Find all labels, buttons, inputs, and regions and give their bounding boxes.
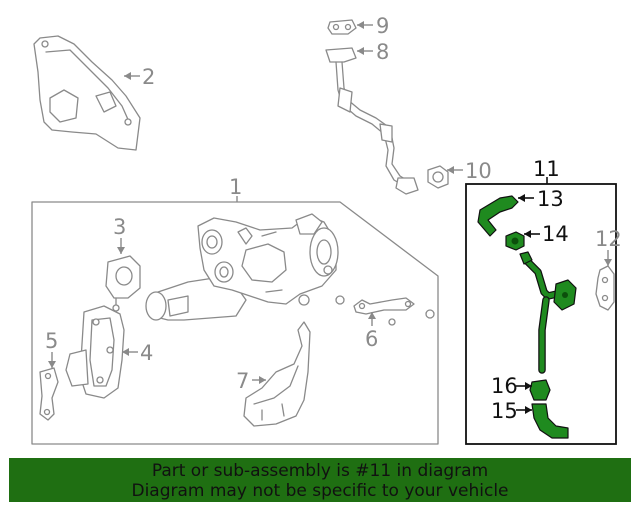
callout-13-label: 13 <box>537 187 564 211</box>
callout-9: 9 <box>357 14 389 38</box>
callout-12-label: 12 <box>595 227 622 251</box>
callout-3: 3 <box>113 215 126 254</box>
part-2-heat-shield[interactable] <box>33 35 141 151</box>
callout-3-label: 3 <box>113 215 126 239</box>
callout-7-label: 7 <box>236 369 249 393</box>
callout-12: 12 <box>595 227 622 266</box>
callout-1-label: 1 <box>229 175 242 199</box>
callout-11: 11 <box>533 157 560 181</box>
callout-9-label: 9 <box>376 14 389 38</box>
notice-line-2: Diagram may not be specific to your vehi… <box>131 481 509 501</box>
callout-6: 6 <box>365 312 378 351</box>
parts-diagram: 2 9 8 10 1 <box>31 14 622 445</box>
callout-14-label: 14 <box>542 222 569 246</box>
callout-10-label: 10 <box>465 159 492 183</box>
callout-15: 15 <box>491 399 532 423</box>
part-1-turbocharger[interactable] <box>145 213 339 321</box>
part-11-pipe[interactable] <box>519 251 577 374</box>
callout-16: 16 <box>491 374 532 398</box>
callout-2: 2 <box>124 65 155 89</box>
callout-13: 13 <box>518 187 564 211</box>
callout-11-label: 11 <box>533 157 560 181</box>
part-9-gasket[interactable] <box>327 19 357 35</box>
part-5-bracket[interactable] <box>39 367 59 421</box>
part-1-turbocharger-group <box>31 196 439 445</box>
callout-4: 4 <box>122 341 153 365</box>
part-12-gasket[interactable] <box>595 265 615 311</box>
callout-7: 7 <box>236 369 266 393</box>
part-14-clamp[interactable] <box>505 231 525 251</box>
callout-10: 10 <box>447 159 492 183</box>
notice-line-1: Part or sub-assembly is #11 in diagram <box>151 461 489 481</box>
callout-14: 14 <box>524 222 569 246</box>
part-16-clip[interactable] <box>529 379 551 401</box>
callout-8-label: 8 <box>376 40 389 64</box>
callout-5-label: 5 <box>45 329 58 353</box>
notice-banner: Part or sub-assembly is #11 in diagram D… <box>9 458 631 502</box>
callout-16-label: 16 <box>491 374 518 398</box>
part-8-oil-feed-pipe[interactable] <box>325 47 419 195</box>
callout-5: 5 <box>45 329 58 368</box>
part-4-bracket[interactable] <box>65 305 125 399</box>
callout-15-label: 15 <box>491 399 518 423</box>
part-13-hose[interactable] <box>477 195 519 237</box>
callout-6-label: 6 <box>365 327 378 351</box>
part-10-fitting[interactable] <box>427 165 449 189</box>
callout-4-label: 4 <box>140 341 153 365</box>
callout-8: 8 <box>357 40 389 64</box>
callout-1: 1 <box>229 175 242 199</box>
part-15-hose[interactable] <box>531 403 569 439</box>
part-11-box <box>465 177 617 445</box>
callout-2-label: 2 <box>142 65 155 89</box>
part-3-actuator[interactable] <box>105 255 141 312</box>
part-6-link-rod[interactable] <box>335 295 435 326</box>
part-7-heat-shield[interactable] <box>243 321 311 427</box>
